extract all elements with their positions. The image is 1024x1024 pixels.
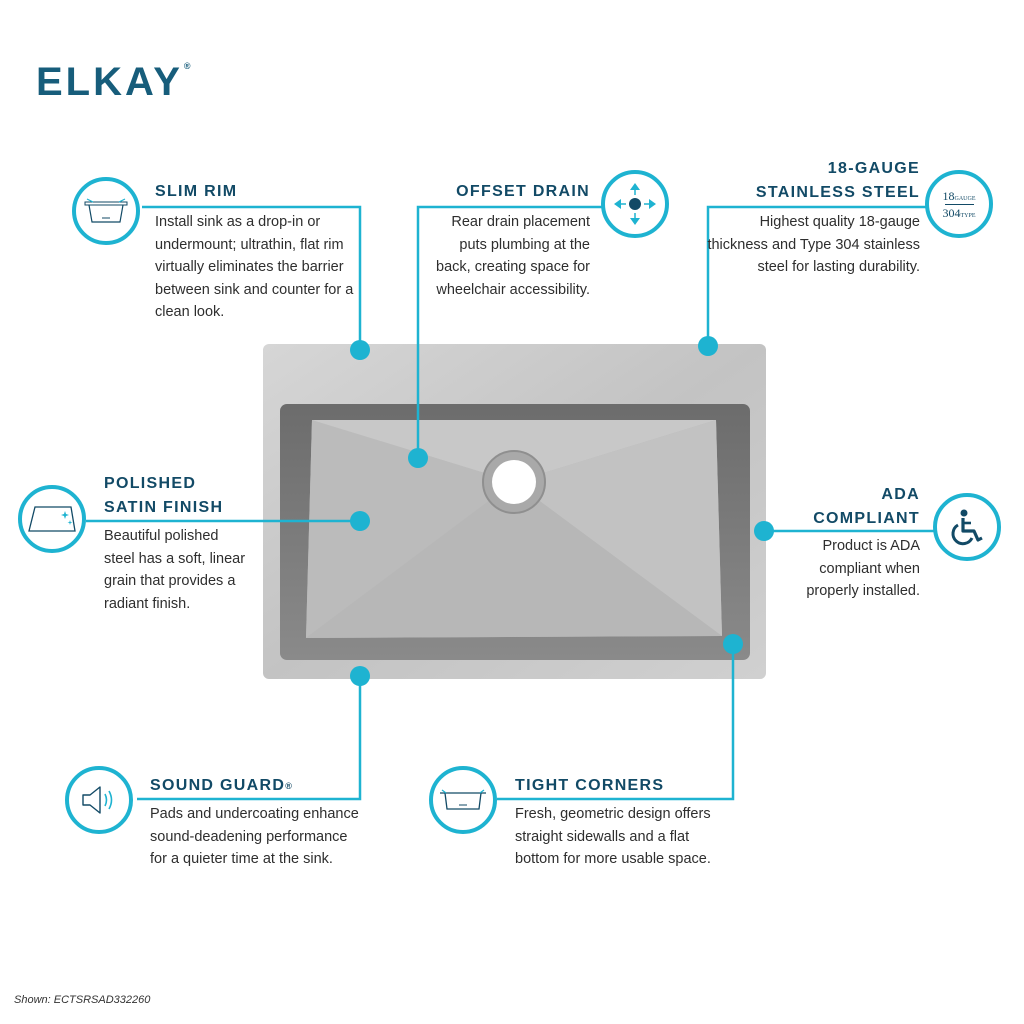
gauge-word: GAUGE [954,195,976,202]
slim-rim-line: between sink and counter for a [155,281,354,298]
slim-rim-line: virtually eliminates the barrier [155,259,344,275]
elkay-logo: ELKAY® [36,60,191,104]
gauge-type-icon: 18GAUGE 304TYPE [925,170,993,238]
sink-drain-hole [492,460,536,504]
callout-dots [350,336,774,686]
callout-dot-offset-drain [408,448,428,468]
sound-guard-line: sound-deadening performance [150,828,348,845]
satin-finish-title: POLISHED SATIN FINISH [104,472,223,520]
connector-lines [86,205,937,801]
type-word: TYPE [960,212,976,219]
ada-title-line1: ADA [881,486,920,503]
offset-drain-line: Rear drain placement [451,214,590,230]
tight-corners-title: TIGHT CORNERS [515,777,665,794]
model-footnote: Shown: ECTSRSAD332260 [14,994,151,1006]
satin-finish-description: Beautiful polished steel has a soft, lin… [104,525,284,615]
wheelchair-icon [933,493,1001,561]
slim-rim-title: SLIM RIM [155,183,238,200]
gauge-steel-title-line1: 18-GAUGE [827,160,920,177]
connector-offset-drain [416,205,609,458]
tight-corners-line: straight sidewalls and a flat [515,828,690,845]
tight-corners-line: Fresh, geometric design offers [515,806,711,822]
speaker-icon [65,766,133,834]
satin-finish-title-line2: SATIN FINISH [104,499,224,516]
sound-guard-registered-mark: ® [285,781,292,791]
sink-floor-facet-left [306,420,514,638]
satin-finish-line: steel has a soft, linear [104,550,246,567]
sound-guard-line: for a quieter time at the sink. [150,851,333,867]
offset-drain-line: puts plumbing at the [459,236,590,253]
gauge-steel-line: Highest quality 18-gauge [759,214,920,230]
ada-description: Product is ADA compliant when properly i… [760,535,920,603]
type-number: 304 [942,205,961,220]
connector-slim-rim [142,205,362,350]
satin-finish-line: Beautiful polished [104,528,219,544]
sound-guard-description: Pads and undercoating enhance sound-dead… [150,803,370,871]
offset-drain-line: back, creating space for [436,259,590,275]
gauge-number: 18 [942,188,955,203]
connector-sound-guard [137,676,362,801]
callout-dot-tight-corners [723,634,743,654]
slim-rim-line: Install sink as a drop-in or [155,214,321,230]
sound-guard-title-text: SOUND GUARD [150,777,286,794]
drain-arrows-icon [601,170,669,238]
satin-finish-title-line1: POLISHED [104,475,197,492]
ada-title-line2: COMPLIANT [813,510,920,527]
satin-finish-line: radiant finish. [104,595,191,612]
tight-corners-description: Fresh, geometric design offers straight … [515,803,735,871]
slim-rim-line: undermount; ultrathin, flat rim [155,236,344,253]
connector-tight-corners [497,644,735,801]
sink-floor-facet-bottom [306,482,722,638]
tight-corners-line: bottom for more usable space. [515,851,711,867]
gauge-steel-description: Highest quality 18-gauge thickness and T… [700,211,920,279]
offset-drain-description: Rear drain placement puts plumbing at th… [410,211,590,301]
rim-profile-icon [72,177,140,245]
callout-dot-slim-rim [350,340,370,360]
logo-text: ELKAY [36,60,183,104]
slim-rim-description: Install sink as a drop-in or undermount;… [155,211,365,324]
gauge-steel-title-line2: STAINLESS STEEL [755,184,920,201]
ada-title: ADA COMPLIANT [760,483,920,531]
callout-dot-ada [754,521,774,541]
sound-guard-title: SOUND GUARD® [150,774,292,798]
offset-drain-line: wheelchair accessibility. [436,281,590,298]
ada-line: compliant when [819,560,920,577]
sparkle-surface-icon [18,485,86,553]
callout-dot-sound-guard [350,666,370,686]
connector-gauge-steel [706,205,933,346]
sound-guard-line: Pads and undercoating enhance [150,806,359,822]
basin-profile-icon [429,766,497,834]
sink-floor-facet-right [514,420,722,636]
slim-rim-line: clean look. [155,304,225,320]
offset-drain-title: OFFSET DRAIN [456,183,590,200]
ada-line: properly installed. [806,583,920,599]
gauge-steel-line: steel for lasting durability. [757,259,920,275]
logo-registered-mark: ® [183,61,191,71]
gauge-steel-title: 18-GAUGE STAINLESS STEEL [720,157,920,205]
ada-line: Product is ADA [822,538,920,554]
callout-dot-satin-finish [350,511,370,531]
callout-dot-gauge-steel [698,336,718,356]
satin-finish-line: grain that provides a [104,573,236,589]
gauge-steel-line: thickness and Type 304 stainless [707,236,920,253]
